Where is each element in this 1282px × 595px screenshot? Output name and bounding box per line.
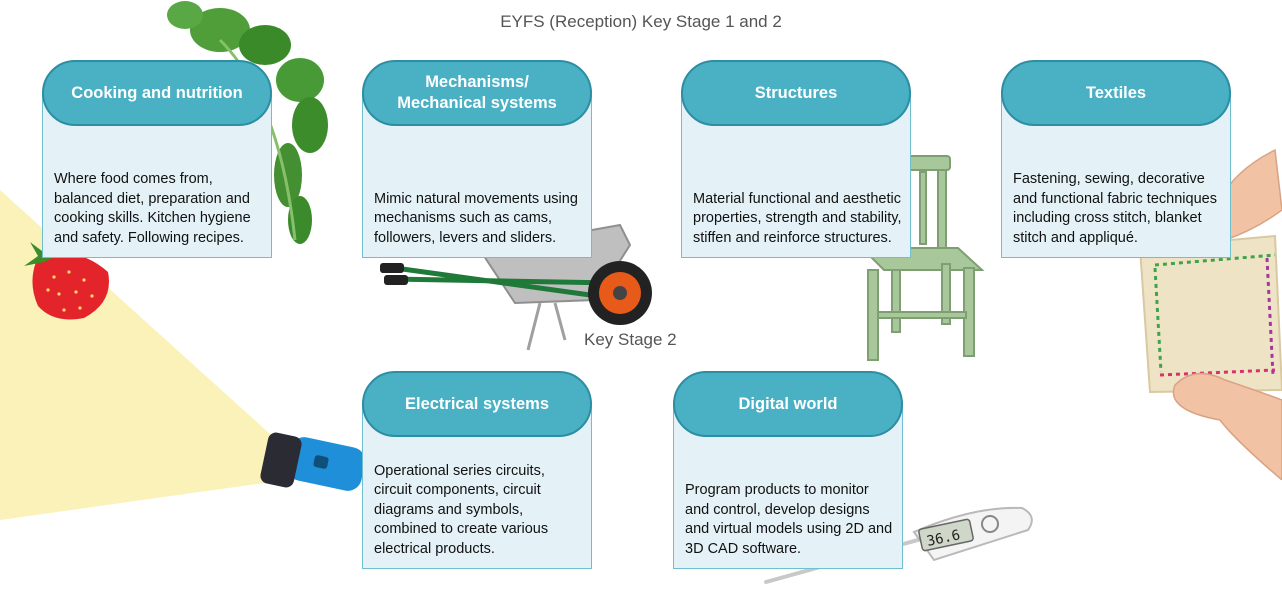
- card-title: Mechanisms/ Mechanical systems: [362, 60, 592, 126]
- card-electrical-systems: Operational series circuits, circuit com…: [362, 371, 592, 569]
- card-title: Electrical systems: [362, 371, 592, 437]
- card-digital-world: Program products to monitor and control,…: [673, 371, 903, 569]
- card-description: Where food comes from, balanced diet, pr…: [54, 171, 251, 246]
- wheelbarrow-illustration: [380, 223, 652, 351]
- card-description: Operational series circuits, circuit com…: [374, 462, 549, 557]
- card-textiles: Fastening, sewing, decorative and functi…: [1001, 60, 1231, 258]
- card-cooking-and-nutrition: Where food comes from, balanced diet, pr…: [42, 60, 272, 258]
- card-structures: Material functional and aesthetic proper…: [681, 60, 911, 258]
- card-title: Cooking and nutrition: [42, 60, 272, 126]
- card-description: Fastening, sewing, decorative and functi…: [1013, 171, 1217, 246]
- key-stage-2-heading: Key Stage 2: [584, 330, 677, 349]
- card-description: Program products to monitor and control,…: [685, 482, 893, 557]
- card-description: Material functional and aesthetic proper…: [693, 190, 902, 246]
- thermometer-display: 36.6: [925, 527, 961, 550]
- card-description: Mimic natural movements using mechanisms…: [374, 190, 578, 246]
- thermometer-illustration: 36.6: [764, 506, 1033, 584]
- card-title: Textiles: [1001, 60, 1231, 126]
- card-title: Digital world: [673, 371, 903, 437]
- card-mechanisms: Mimic natural movements using mechanisms…: [362, 60, 592, 258]
- card-body: Operational series circuits, circuit com…: [362, 401, 592, 569]
- torch-illustration: [260, 432, 366, 491]
- top-heading: EYFS (Reception) Key Stage 1 and 2: [500, 12, 782, 31]
- card-title: Structures: [681, 60, 911, 126]
